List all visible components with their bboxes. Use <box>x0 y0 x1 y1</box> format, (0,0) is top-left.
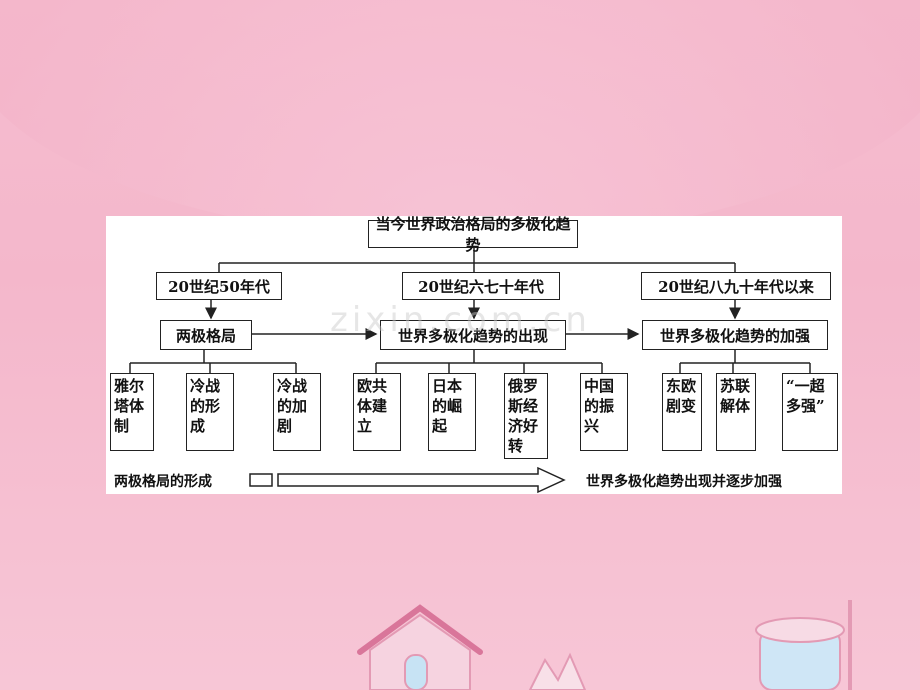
period-node-1: 20世纪50年代 <box>156 272 282 300</box>
leaf-node: 冷战的加剧 <box>273 373 321 451</box>
leaf-node: “一超多强” <box>782 373 838 451</box>
stage-node-2: 世界多极化趋势的出现 <box>380 320 566 350</box>
leaf-node: 欧共体建立 <box>353 373 401 451</box>
flow-label-left: 两极格局的形成 <box>114 474 212 490</box>
leaf-node: 雅尔塔体制 <box>110 373 154 451</box>
leaf-node: 苏联解体 <box>716 373 756 451</box>
leaf-node: 中国的振兴 <box>580 373 628 451</box>
leaf-node: 日本的崛起 <box>428 373 476 451</box>
background-curve <box>0 0 920 240</box>
cake-illustration-icon <box>755 600 852 690</box>
watermark: zixin.com.cn <box>330 300 591 340</box>
leaf-node: 冷战的形成 <box>186 373 234 451</box>
leaf-node: 东欧剧变 <box>662 373 702 451</box>
period-node-3: 20世纪八九十年代以来 <box>641 272 831 300</box>
house-illustration-icon <box>357 604 587 690</box>
stage-node-1: 两极格局 <box>160 320 252 350</box>
leaf-node: 俄罗斯经济好转 <box>504 373 548 459</box>
connector-lines <box>129 248 811 494</box>
root-node: 当今世界政治格局的多极化趋势 <box>368 215 578 254</box>
flow-label-right: 世界多极化趋势出现并逐步加强 <box>586 474 782 490</box>
diagram-panel: 当今世界政治格局的多极化趋势 20世纪50年代 20世纪六七十年代 20世纪八九… <box>106 215 842 494</box>
stage-node-3: 世界多极化趋势的加强 <box>642 320 828 350</box>
period-node-2: 20世纪六七十年代 <box>402 272 560 300</box>
